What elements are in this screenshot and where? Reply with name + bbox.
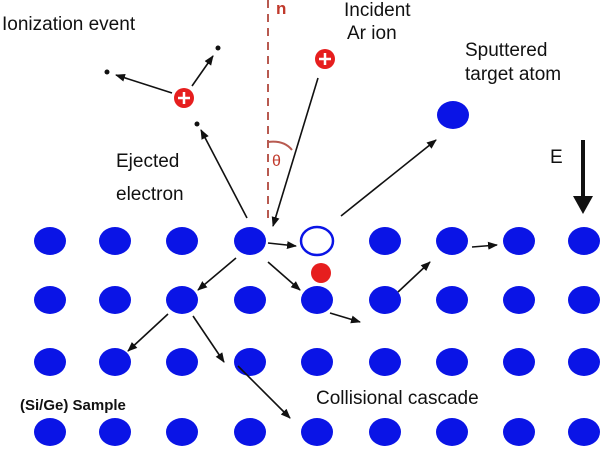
atom-circle-icon	[234, 227, 266, 255]
cascade-arrow	[471, 241, 498, 250]
atom-circle-icon	[34, 286, 66, 314]
atom-circle-icon	[99, 286, 131, 314]
atom-circle-icon	[301, 348, 333, 376]
theta-label: θ	[272, 153, 281, 170]
atom-circle-icon	[436, 286, 468, 314]
cascade-arrow	[127, 313, 169, 352]
incident-ion-label-line2: Ar ion	[347, 23, 397, 44]
atom-circle-icon	[568, 286, 600, 314]
cascade-arrow	[397, 261, 431, 293]
recoil-to-vacancy-arrow	[267, 241, 297, 250]
atom-circle-icon	[369, 348, 401, 376]
ejected-electron-arrow	[200, 129, 248, 219]
arrows	[115, 55, 498, 419]
atom-circle-icon	[369, 227, 401, 255]
sputter-arrow	[340, 139, 437, 217]
atom-circle-icon	[234, 286, 266, 314]
cascade-arrow	[267, 261, 301, 291]
atom-circle-icon	[568, 418, 600, 446]
sputtered-atom-icon	[437, 101, 469, 129]
atom-circle-icon	[99, 348, 131, 376]
electric-field-label: E	[550, 147, 563, 168]
atom-circle-icon	[99, 227, 131, 255]
vacancy-ring-icon	[299, 225, 335, 257]
atom-circle-icon	[166, 348, 198, 376]
ionization-electron-left-arrow	[115, 73, 173, 94]
cascade-arrow	[237, 365, 291, 419]
electron-dot-icon	[104, 69, 110, 75]
atom-circle-icon	[34, 348, 66, 376]
electric-field-arrow	[573, 140, 593, 214]
sample-label: (Si/Ge) Sample	[20, 397, 126, 414]
ejected-electron-label-line2: electron	[116, 184, 184, 205]
atom-circle-icon	[568, 227, 600, 255]
target-lattice	[34, 227, 600, 446]
atom-circle-icon	[99, 418, 131, 446]
cascade-arrow	[197, 257, 237, 291]
atom-circle-icon	[436, 227, 468, 255]
ionization-electron-right-arrow	[191, 55, 214, 87]
normal-label: n	[276, 0, 286, 18]
sputtered-atom-label-line2: target atom	[465, 64, 561, 85]
atom-circle-icon	[503, 348, 535, 376]
incident-ion-plus-icon	[315, 49, 335, 69]
incident-ion-path-arrow	[271, 77, 319, 227]
cascade-arrow	[192, 315, 225, 363]
atom-circle-icon	[568, 348, 600, 376]
incident-ion-label-line1: Incident	[344, 0, 411, 21]
collisional-cascade-label: Collisional cascade	[316, 388, 479, 409]
atom-circle-icon	[34, 227, 66, 255]
atom-circle-icon	[301, 418, 333, 446]
atom-circle-icon	[234, 348, 266, 376]
atom-circle-icon	[503, 418, 535, 446]
incidence-angle-arc	[267, 140, 293, 151]
atom-circle-icon	[34, 418, 66, 446]
atom-circle-icon	[503, 286, 535, 314]
atom-circle-icon	[436, 418, 468, 446]
cascade-arrow	[329, 312, 361, 324]
atom-circle-icon	[166, 286, 198, 314]
ionization-event-label: Ionization event	[2, 14, 136, 35]
sputtered-atom-label-line1: Sputtered	[465, 40, 547, 61]
atom-circle-icon	[436, 348, 468, 376]
atom-circle-icon	[503, 227, 535, 255]
ejected-electron-label-line1: Ejected	[116, 151, 179, 172]
atom-circle-icon	[369, 418, 401, 446]
electron-dot-icon	[215, 45, 221, 51]
electron-dot-icon	[194, 121, 200, 127]
atom-circle-icon	[301, 286, 333, 314]
ionization-ion-plus-icon	[174, 88, 194, 108]
atom-circle-icon	[234, 418, 266, 446]
atom-circle-icon	[166, 227, 198, 255]
atom-circle-icon	[166, 418, 198, 446]
atom-circle-icon	[369, 286, 401, 314]
implanted-ion-dot-icon	[311, 263, 331, 283]
